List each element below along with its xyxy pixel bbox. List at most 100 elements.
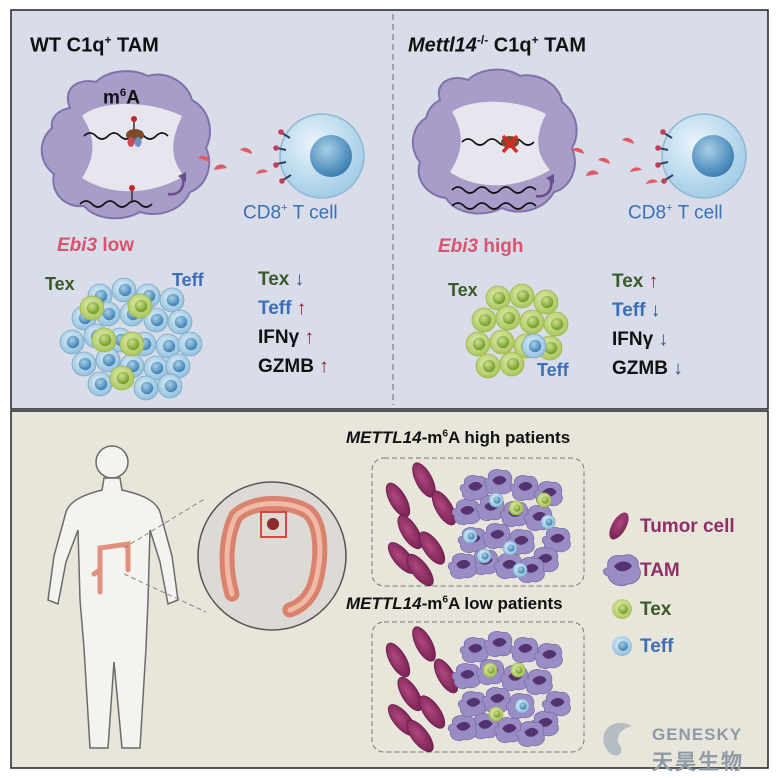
tumor-cell xyxy=(397,676,423,712)
tumor-cell xyxy=(406,719,434,753)
marker-name: GZMB xyxy=(612,358,668,379)
tex-cell xyxy=(495,305,521,331)
high-patients-label: METTL14-m6A high patients xyxy=(346,428,571,447)
teff-cell xyxy=(157,373,183,399)
marker-name: IFNγ xyxy=(258,327,300,348)
tam-cell xyxy=(459,637,489,663)
teff-label-wt: Teff xyxy=(172,270,204,290)
tex-cell xyxy=(127,293,153,319)
teff-cell xyxy=(159,287,185,313)
tex-cell xyxy=(508,500,524,516)
marker-name: Tex xyxy=(258,269,290,290)
tam-cell xyxy=(481,523,511,549)
tex-cell xyxy=(475,353,501,379)
tumor-site-icon xyxy=(267,518,279,530)
tex-cell xyxy=(536,492,552,508)
marker-row-ko-3: GZMB ↓ xyxy=(612,359,683,378)
tam-cell xyxy=(447,553,477,579)
up-arrow-icon: ↑ xyxy=(291,298,307,319)
tam-cell xyxy=(541,527,571,553)
rna-strands-ko xyxy=(451,138,537,210)
tam-cell xyxy=(533,643,563,669)
tumor-microenvironment-high xyxy=(385,462,571,587)
teff-cell xyxy=(133,375,159,401)
tex-cell xyxy=(482,662,498,678)
tex-cell xyxy=(79,295,105,321)
tam-icon xyxy=(603,554,641,587)
tumor-cell xyxy=(406,553,434,587)
low-patient-box xyxy=(371,621,585,753)
teff-cell xyxy=(512,562,528,578)
t-cell-cluster-wt xyxy=(59,277,203,401)
tumor-cell xyxy=(431,490,457,526)
tex-cell xyxy=(488,706,504,722)
teff-cell xyxy=(462,528,478,544)
title-mettl14-ko-tam: Mettl14-/- C1q+ TAM xyxy=(408,33,586,57)
tex-cell xyxy=(499,351,525,377)
up-arrow-icon: ↑ xyxy=(299,327,314,348)
tumor-microenvironment-low xyxy=(385,626,571,753)
tex-label-wt: Tex xyxy=(45,274,75,294)
t-cell-cluster-ko xyxy=(465,283,569,379)
tex-cell xyxy=(533,289,559,315)
cd8-label-ko: CD8+ T cell xyxy=(628,202,723,224)
low-patients-label: METTL14-m6A low patients xyxy=(346,594,563,613)
m6a-label: m6A xyxy=(103,87,140,109)
teff-cell xyxy=(476,548,492,564)
tex-cell xyxy=(543,311,569,337)
watermark-line2: 天昊生物 xyxy=(652,751,744,774)
tex-cell xyxy=(485,285,511,311)
tex-cell xyxy=(465,331,491,357)
legend-label-tam: TAM xyxy=(640,560,680,581)
tumor-cell xyxy=(397,514,423,550)
down-arrow-icon: ↓ xyxy=(667,358,683,379)
teff-cell xyxy=(143,355,169,381)
marker-name: GZMB xyxy=(258,356,314,377)
tex-cell xyxy=(519,309,545,335)
human-body-outline xyxy=(47,445,179,749)
up-arrow-icon: ↑ xyxy=(313,356,329,377)
colon-small-icon xyxy=(91,541,131,595)
marker-row-ko-2: IFNγ ↓ xyxy=(612,330,668,349)
tumor-cell xyxy=(433,658,459,694)
legend-label-teff: Teff xyxy=(640,636,674,657)
tam-cell xyxy=(483,631,513,657)
tam-cell xyxy=(451,663,481,689)
teff-cell xyxy=(59,329,85,355)
title-wt-tam: WT C1q+ TAM xyxy=(30,33,159,57)
tex-cell xyxy=(109,365,135,391)
teff-cell xyxy=(540,514,556,530)
marker-row-wt-1: Teff ↑ xyxy=(258,299,306,318)
teff-cell xyxy=(71,351,97,377)
zoom-box xyxy=(260,511,287,538)
tam-cell xyxy=(481,687,511,713)
genesky-logo-icon xyxy=(603,722,632,756)
marker-name: Tex xyxy=(612,271,644,292)
marker-row-wt-2: IFNγ ↑ xyxy=(258,328,314,347)
cd8-label-wt: CD8+ T cell xyxy=(243,202,338,224)
marker-row-ko-0: Tex ↑ xyxy=(612,272,658,291)
tam-cell xyxy=(457,691,487,717)
tex-cell xyxy=(119,331,145,357)
rna-strands-wt xyxy=(79,132,169,208)
teff-cell xyxy=(111,277,137,303)
tumor-cell xyxy=(418,695,446,729)
marker-name: Teff xyxy=(612,300,646,321)
teff-cell xyxy=(177,331,203,357)
teff-cell xyxy=(514,698,530,714)
wt-tam-cell xyxy=(40,70,211,220)
cd8-t-cell-ko xyxy=(655,113,747,199)
tex-cell xyxy=(510,662,526,678)
teff-cell-icon xyxy=(612,636,632,656)
tam-cell xyxy=(459,475,489,501)
high-patient-box xyxy=(371,457,585,587)
watermark-line1: GENESKY xyxy=(652,725,743,744)
legend-label-tex: Tex xyxy=(640,599,672,620)
down-arrow-icon: ↓ xyxy=(289,269,305,290)
tumor-cell-icon xyxy=(609,512,629,540)
tumor-cell xyxy=(412,626,436,662)
marker-name: IFNγ xyxy=(612,329,654,350)
colon-zoom-circle xyxy=(197,481,347,631)
ebi3-level-ko: Ebi3 high xyxy=(438,236,524,257)
ebi3-molecules-wt xyxy=(198,147,268,174)
